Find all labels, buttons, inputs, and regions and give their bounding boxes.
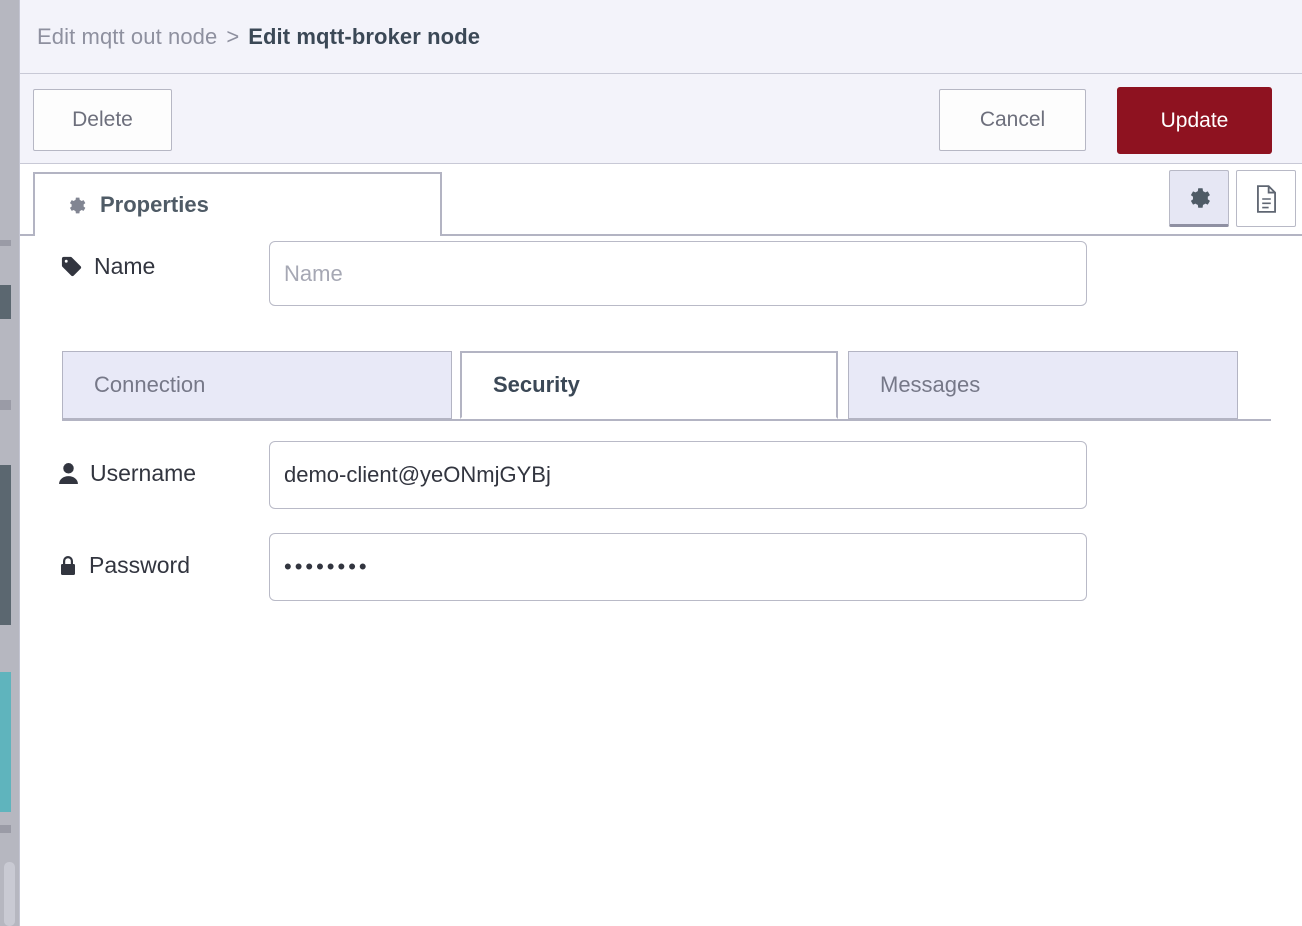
username-label: Username [58,460,196,487]
delete-button[interactable]: Delete [33,89,172,151]
document-icon [1253,184,1280,214]
update-button[interactable]: Update [1117,87,1272,154]
canvas-fragment [0,465,11,625]
tag-icon [60,255,83,278]
name-label-text: Name [94,253,156,279]
subtab-baseline [62,419,1271,421]
username-label-text: Username [90,460,197,486]
name-label: Name [60,253,155,280]
subtab-security[interactable]: Security [460,351,838,419]
breadcrumb-separator: > [226,23,240,49]
dialog-tab-strip: Properties [20,164,1302,236]
canvas-fragment [0,285,11,319]
password-label: Password [58,552,190,579]
gear-icon [1186,185,1212,211]
properties-panel-body: Name Connection Security Messages Userna… [20,236,1302,926]
canvas-fragment [0,825,11,833]
breadcrumb-current: Edit mqtt-broker node [248,23,481,49]
name-input[interactable] [269,241,1087,306]
canvas-fragment [0,672,11,812]
subtab-messages[interactable]: Messages [848,351,1238,419]
password-input[interactable] [269,533,1087,601]
canvas-fragment [0,240,11,246]
description-document-button[interactable] [1236,170,1296,227]
subtab-connection[interactable]: Connection [62,351,452,419]
tab-strip-baseline [20,234,1302,236]
tab-properties-label: Properties [100,192,209,217]
dialog-action-bar: Delete Cancel Update [20,74,1302,164]
breadcrumb-parent[interactable]: Edit mqtt out node [37,23,218,49]
security-subtab-strip: Connection Security Messages [20,351,1302,421]
dialog-header: Edit mqtt out node > Edit mqtt-broker no… [20,0,1302,74]
cancel-button[interactable]: Cancel [939,89,1086,151]
canvas-scrollbar[interactable] [4,862,15,926]
tab-properties[interactable]: Properties [33,172,442,236]
user-icon [58,462,79,485]
edit-node-dialog: Edit mqtt out node > Edit mqtt-broker no… [19,0,1302,926]
gear-icon [66,195,87,216]
lock-icon [58,554,78,577]
password-label-text: Password [89,552,190,578]
settings-gear-button[interactable] [1169,170,1229,227]
username-input[interactable] [269,441,1087,509]
canvas-fragment [0,400,11,410]
editor-canvas-backdrop [0,0,19,926]
